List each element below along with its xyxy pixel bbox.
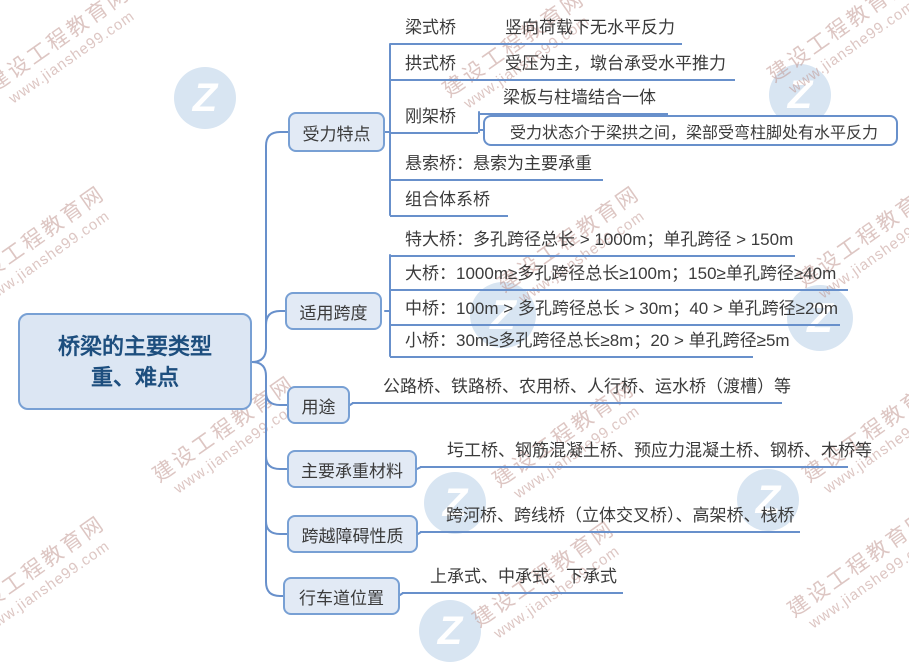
branch-node-obstacle[interactable]: 跨越障碍性质 (287, 515, 418, 553)
leaf-text: 大桥：1000m≥多孔跨径总长≥100m；150≥单孔跨径≥40m (405, 264, 837, 283)
connector (251, 131, 289, 363)
leaf-deck-position-list[interactable]: 上承式、中承式、下承式 (402, 564, 623, 594)
root-topic[interactable]: 桥梁的主要类型 重、难点 (18, 313, 252, 410)
branch-label: 行车道位置 (299, 588, 384, 608)
connector (265, 391, 288, 406)
leaf-text: 梁板与柱墙结合一体 (503, 88, 656, 107)
leaf-text: 中桥：100m > 多孔跨径总长 > 30m；40 > 单孔跨径≥20m (405, 299, 839, 318)
leaf-text: 组合体系桥 (405, 190, 490, 209)
leaf-text: 上承式、中承式、下承式 (430, 567, 617, 586)
branch-label: 受力特点 (302, 124, 371, 144)
branch-label: 跨越障碍性质 (301, 526, 404, 546)
leaf-material-list[interactable]: 圬工桥、钢筋混凝土桥、预应力混凝土桥、钢桥、木桥等 (420, 438, 872, 468)
leaf-rigid-frame-child-2-box[interactable]: 受力状态介于梁拱之间，梁部受弯柱脚处有水平反力 (483, 115, 898, 146)
connector (265, 455, 288, 470)
connector (478, 111, 484, 133)
leaf-text: 小桥：30m≥多孔跨径总长≥8m；20 > 单孔跨径≥5m (405, 331, 790, 350)
branch-label: 适用跨度 (299, 303, 368, 323)
leaf-span-extra-large[interactable]: 特大桥：多孔跨径总长 > 1000m；单孔跨径 > 150m (390, 227, 795, 257)
root-title-line1: 桥梁的主要类型 (57, 333, 212, 359)
leaf-term: 刚架桥 (405, 107, 456, 126)
branch-label: 主要承重材料 (301, 461, 403, 481)
leaf-term: 梁式桥 (405, 18, 456, 37)
connector-lines (251, 43, 484, 597)
connector (265, 310, 286, 326)
branch-node-usage[interactable]: 用途 (287, 386, 350, 424)
leaf-desc: 受压为主，墩台承受水平推力 (505, 54, 726, 73)
leaf-text: 特大桥：多孔跨径总长 > 1000m；单孔跨径 > 150m (405, 230, 794, 249)
leaf-arch-bridge[interactable]: 拱式桥 受压为主，墩台承受水平推力 (390, 51, 735, 81)
leaf-obstacle-list[interactable]: 跨河桥、跨线桥（立体交叉桥）、高架桥、栈桥 (420, 503, 800, 533)
leaf-desc: 竖向荷载下无水平反力 (505, 18, 675, 37)
leaf-text: 悬索桥：悬索为主要承重 (405, 154, 592, 173)
branch-node-span[interactable]: 适用跨度 (285, 292, 382, 330)
leaf-composite-bridge[interactable]: 组合体系桥 (390, 187, 508, 217)
leaf-rigid-frame-bridge[interactable]: 刚架桥 (390, 104, 478, 134)
leaf-term: 拱式桥 (405, 54, 456, 73)
branch-node-material[interactable]: 主要承重材料 (287, 450, 417, 488)
root-title-line2: 重、难点 (90, 364, 179, 390)
connector (251, 361, 284, 597)
leaf-span-large[interactable]: 大桥：1000m≥多孔跨径总长≥100m；150≥单孔跨径≥40m (390, 261, 848, 291)
leaf-suspension-bridge[interactable]: 悬索桥：悬索为主要承重 (390, 151, 603, 181)
leaf-text: 圬工桥、钢筋混凝土桥、预应力混凝土桥、钢桥、木桥等 (447, 441, 872, 460)
branch-node-deck[interactable]: 行车道位置 (283, 577, 400, 615)
leaf-text: 公路桥、铁路桥、农用桥、人行桥、运水桥（渡槽）等 (383, 377, 791, 396)
branch-label: 用途 (301, 397, 336, 417)
leaf-beam-bridge[interactable]: 梁式桥 竖向荷载下无水平反力 (390, 15, 682, 45)
leaf-rigid-frame-child-1[interactable]: 梁板与柱墙结合一体 (480, 85, 668, 115)
branch-node-force[interactable]: 受力特点 (288, 112, 385, 152)
leaf-usage-list[interactable]: 公路桥、铁路桥、农用桥、人行桥、运水桥（渡槽）等 (352, 374, 791, 404)
leaf-text: 跨河桥、跨线桥（立体交叉桥）、高架桥、栈桥 (446, 506, 795, 525)
leaf-span-small[interactable]: 小桥：30m≥多孔跨径总长≥8m；20 > 单孔跨径≥5m (390, 328, 790, 358)
connector (265, 520, 288, 535)
leaf-text: 受力状态介于梁拱之间，梁部受弯柱脚处有水平反力 (510, 124, 879, 142)
leaf-span-medium[interactable]: 中桥：100m > 多孔跨径总长 > 30m；40 > 单孔跨径≥20m (390, 296, 840, 326)
